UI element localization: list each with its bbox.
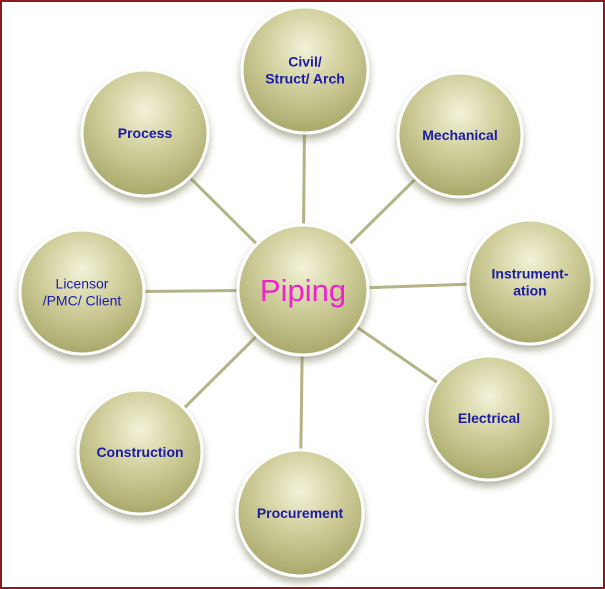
node-label-electrical: Electrical [458,410,520,426]
node-civil: Civil/Struct/ Arch [240,5,370,135]
node-group: Civil/Struct/ ArchMechanicalInstrument-a… [18,5,594,578]
node-licensor: Licensor/PMC/ Client [18,228,146,356]
node-label-mechanical: Mechanical [422,127,497,143]
node-label-licensor: /PMC/ Client [43,293,122,309]
node-label-procurement: Procurement [257,505,344,521]
node-mechanical: Mechanical [396,71,524,199]
node-circle-mechanical [396,71,524,199]
node-label-civil: Struct/ Arch [265,71,345,87]
node-instrumentation: Instrument-ation [466,218,594,346]
node-label-construction: Construction [96,444,183,460]
node-circle-licensor [18,228,146,356]
node-label-instrumentation: ation [513,283,546,299]
node-procurement: Procurement [235,448,365,578]
hub-label: Piping [260,273,346,308]
node-circle-electrical [425,354,553,482]
hub-node: Piping [236,223,370,357]
node-label-process: Process [118,125,173,141]
node-label-licensor: Licensor [56,276,109,292]
node-process: Process [80,68,210,198]
node-circle-process [80,68,210,198]
node-label-instrumentation: Instrument- [492,266,569,282]
node-label-civil: Civil/ [288,54,322,70]
hub-circle [236,223,370,357]
node-circle-procurement [235,448,365,578]
node-circle-construction [76,388,204,516]
node-circle-civil [240,5,370,135]
node-circle-instrumentation [466,218,594,346]
node-electrical: Electrical [425,354,553,482]
node-construction: Construction [76,388,204,516]
